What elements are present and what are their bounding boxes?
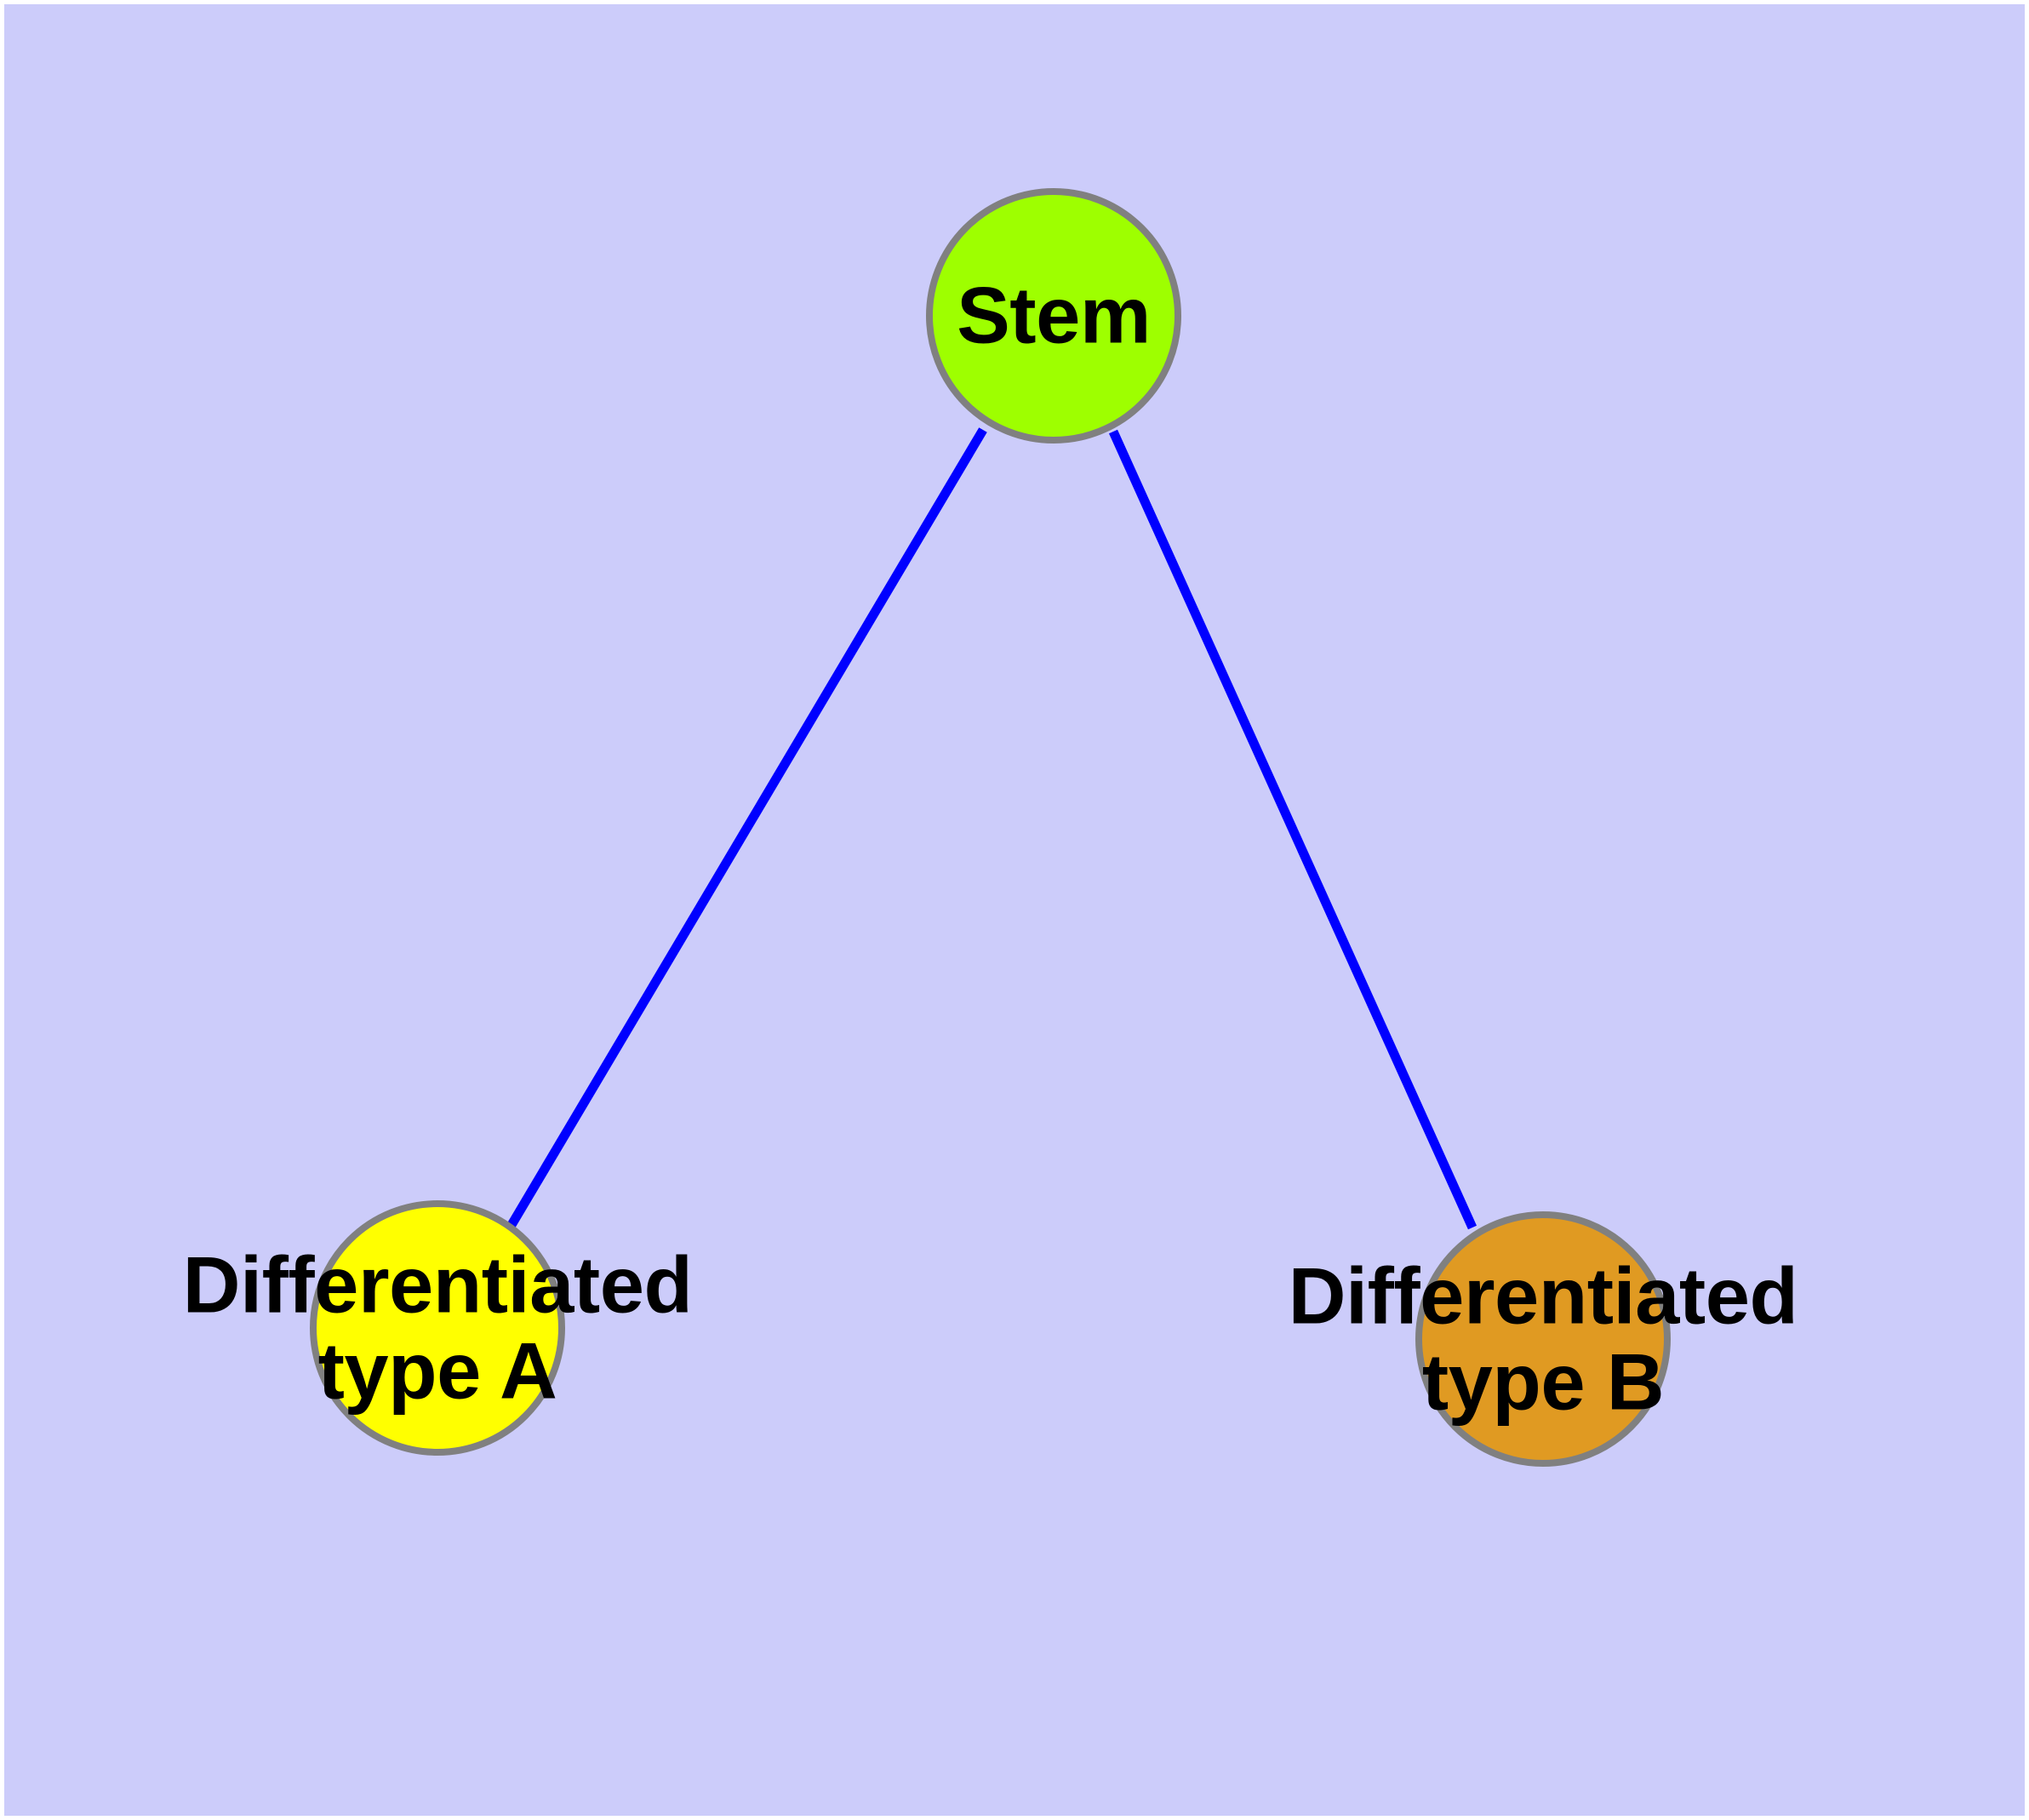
diagram-plot-area: Stem Differentiated type A Differentiate… [4,4,2025,1816]
edges-layer [507,427,1477,1230]
graph-node-stem[interactable] [926,188,1181,444]
graph-node-diff_a[interactable] [310,1200,565,1456]
graph-edge-stem-diff_b [1108,429,1477,1230]
graph-svg [310,188,1671,1467]
nodes-layer [310,188,1671,1467]
graph-node-diff_b[interactable] [1415,1211,1671,1467]
graph-edge-stem-diff_a [507,427,987,1228]
